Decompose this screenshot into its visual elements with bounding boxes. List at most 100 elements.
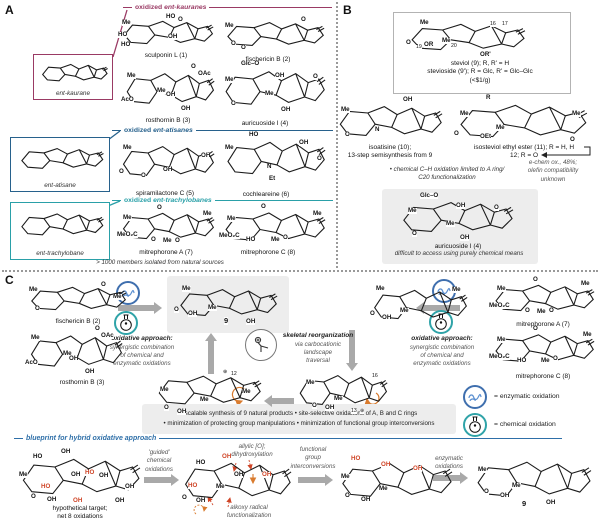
atom-label: O <box>191 63 196 71</box>
atom-label: O <box>141 172 146 180</box>
carbocation-icon <box>245 329 277 361</box>
atom-label: Me <box>19 471 28 479</box>
atom-label: O <box>533 325 538 333</box>
atom-label: O <box>119 168 124 176</box>
arrow-guided-oxidations <box>144 477 171 483</box>
atom-label: OH <box>460 234 470 242</box>
atom-label: 20 <box>451 43 457 50</box>
atom-label: O <box>345 492 350 500</box>
atom-label: OH <box>222 453 232 461</box>
flask-icon <box>114 311 138 335</box>
atom-label: Me <box>225 76 234 84</box>
allylic-oxidation-annotation: allylic [O]; dihydroxylation <box>231 443 273 459</box>
auricuoside-gray-box <box>382 189 538 264</box>
atom-label: OH <box>99 472 109 480</box>
atom-label: Me <box>216 483 225 491</box>
atom-label: Me <box>182 285 191 293</box>
atom-label: 9 <box>224 316 229 325</box>
atom-label: OH <box>71 471 81 479</box>
atom-label: 19 <box>416 44 422 51</box>
atom-label: O <box>157 204 162 212</box>
atom-label: O <box>95 325 100 333</box>
atom-label: Me <box>541 357 550 365</box>
arrow-enzymatic <box>433 475 460 481</box>
fgi-label: functional group interconversions <box>290 446 336 470</box>
ent-atisane-skeleton <box>16 142 104 175</box>
atom-label: OR <box>424 41 434 49</box>
atom-label: OH <box>61 448 71 456</box>
atom-label: Me <box>63 350 72 358</box>
atom-label: Me <box>452 286 461 294</box>
atom-label: Me <box>583 331 592 339</box>
atom-label: O <box>241 44 246 52</box>
fischericin-B-caption: fischericin B (2) <box>245 56 291 63</box>
atom-label: Me <box>225 22 234 30</box>
atom-label: OH <box>381 461 391 469</box>
atom-label: O <box>484 488 489 496</box>
atom-label: HO <box>246 236 256 244</box>
atom-label: OH <box>125 483 135 491</box>
atom-label: 16 <box>490 21 496 28</box>
atom-label: Me <box>512 482 521 490</box>
legend-enzymatic: = enzymatic oxidation <box>494 393 560 400</box>
atom-label: O <box>533 276 538 284</box>
atom-label: MeO₂C <box>489 302 510 310</box>
group-header-trachylobanes: oxidized ent-trachylobanes <box>112 197 333 204</box>
atom-label: Me <box>420 19 429 27</box>
atom-label: O <box>35 305 40 313</box>
atom-label: Me <box>581 280 590 288</box>
panel-b-bullet-note: • chemical C–H oxidation limited to A ri… <box>389 166 505 182</box>
ent-kaurane-skeleton <box>38 59 108 86</box>
atom-label: Me <box>29 286 38 294</box>
scaffold-box-ent-atisane: ent-atisane <box>10 137 110 192</box>
atom-label: O <box>101 281 106 289</box>
atom-label: Me <box>341 106 350 114</box>
atom-label: HO <box>85 469 95 477</box>
atom-label: Me <box>408 207 417 215</box>
atom-label: Me <box>446 220 455 228</box>
alkoxy-radical-annotation: alkoxy radical functionalization <box>226 504 272 520</box>
atom-label: Me <box>208 304 217 312</box>
atom-label: AcO <box>121 96 134 104</box>
scaffold-label: ent-atisane <box>44 182 76 189</box>
atom-label: HO <box>118 31 128 39</box>
arrow-fgi <box>298 477 325 483</box>
mitrephorone-A-panelc-caption: mitrephorone A (7) <box>516 321 570 328</box>
atom-label: Me <box>123 214 132 222</box>
atom-label: Me <box>460 110 469 118</box>
atom-label: OEt <box>480 133 492 141</box>
scaffold-box-ent-kaurane: ent-kaurane <box>33 54 113 100</box>
atom-label: HO <box>196 459 206 467</box>
atom-label: Me <box>497 336 506 344</box>
atom-label: Glc–O <box>241 60 260 68</box>
atom-label: Me <box>113 293 122 301</box>
atom-label: N <box>375 126 380 134</box>
atom-label: HO <box>166 13 176 21</box>
atom-label: HO <box>249 131 259 139</box>
atom-label: O <box>231 100 236 108</box>
atom-label: Me <box>122 19 131 27</box>
spiramilactone-C-caption: spiramilactone C (5) <box>135 190 195 197</box>
atom-label: Me <box>306 379 315 387</box>
atom-label: O <box>406 39 411 47</box>
arrow-cation-step <box>272 398 294 404</box>
sculponin-L-caption: sculponin L (1) <box>144 52 188 59</box>
atom-label: Me <box>496 124 505 132</box>
atom-label: OH <box>325 404 335 412</box>
atom-label: 12 <box>231 371 237 378</box>
mitrephorone-A-caption: mitrephorone A (7) <box>139 249 193 256</box>
cochleareine-caption: cochleareine (6) <box>242 191 290 198</box>
atom-label: OH <box>281 106 291 114</box>
atom-label: O <box>313 73 318 81</box>
atom-label: O <box>345 131 350 139</box>
